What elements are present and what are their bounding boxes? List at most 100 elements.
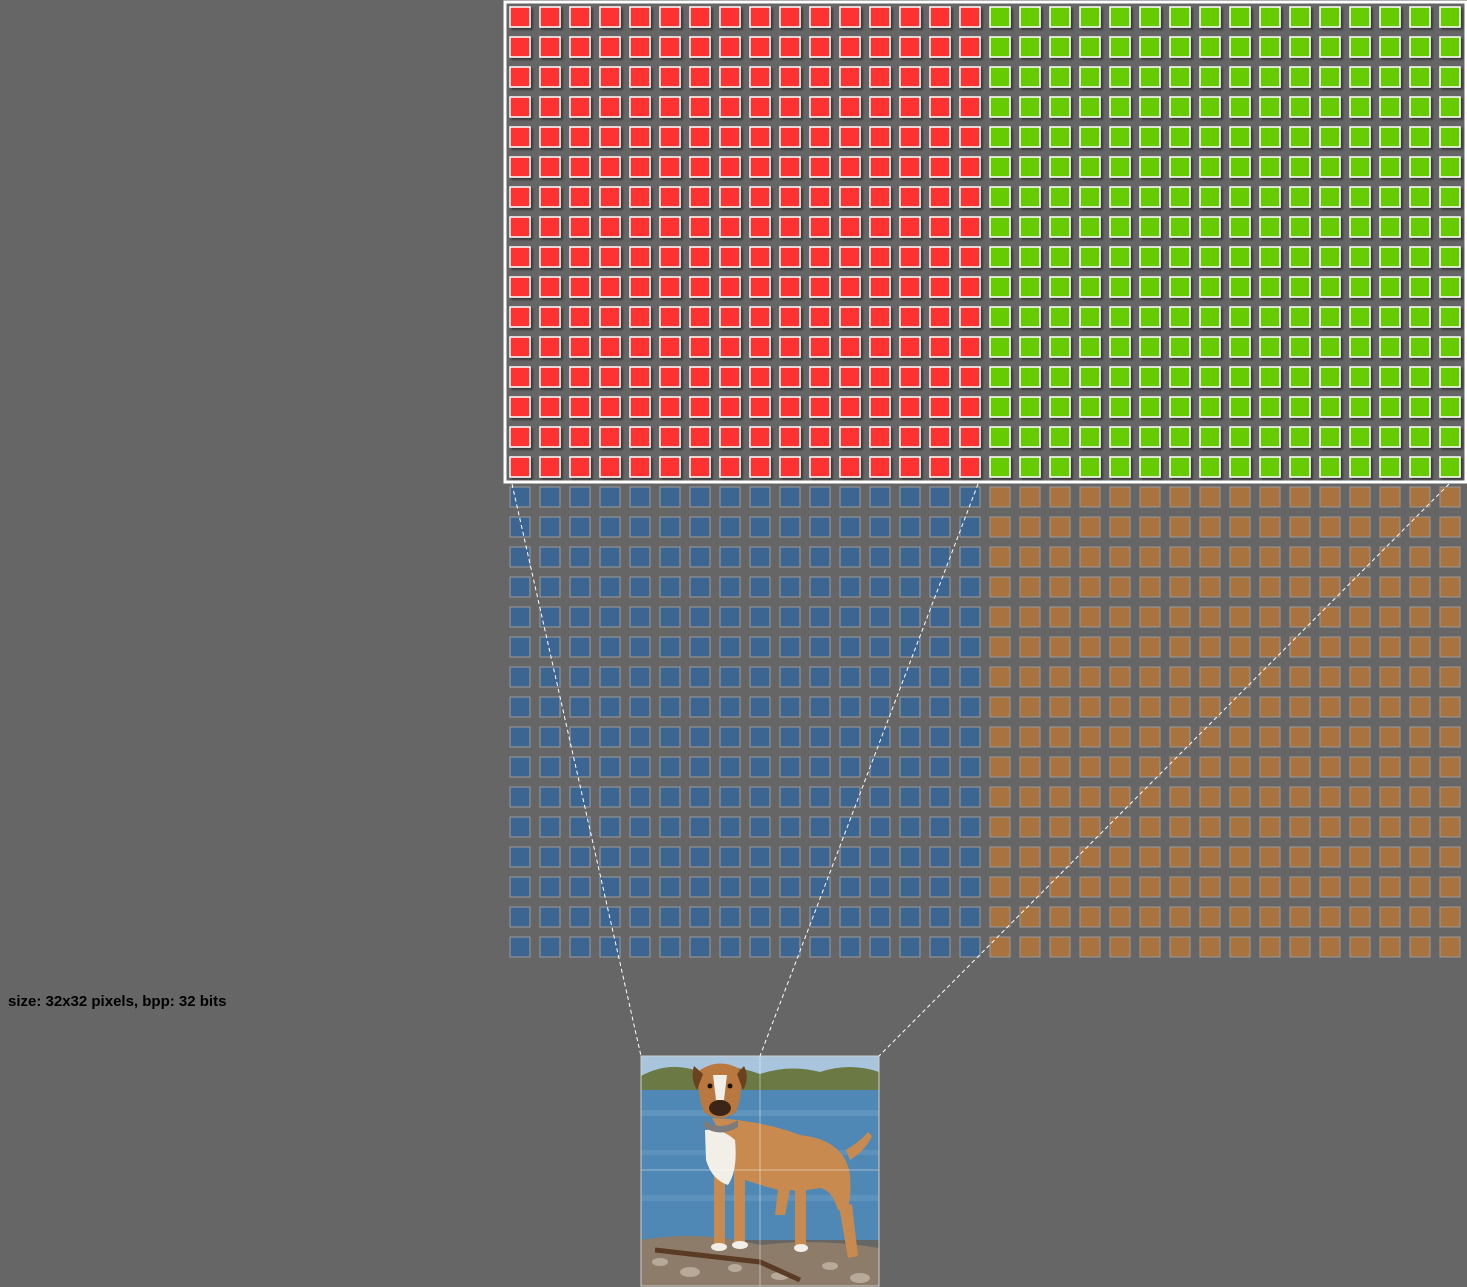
- pixel-cell: [779, 846, 801, 868]
- pixel-cell: [1379, 126, 1401, 148]
- pixel-cell: [779, 516, 801, 538]
- pixel-cell: [689, 906, 711, 928]
- pixel-cell: [809, 36, 831, 58]
- pixel-cell: [539, 456, 561, 478]
- pixel-cell: [839, 126, 861, 148]
- pixel-cell: [869, 786, 891, 808]
- pixel-cell: [629, 906, 651, 928]
- pixel-cell: [839, 426, 861, 448]
- highlight-frame: [503, 0, 1467, 484]
- pixel-cell: [869, 666, 891, 688]
- pixel-cell: [1259, 96, 1281, 118]
- pixel-cell: [1379, 456, 1401, 478]
- pixel-cell: [899, 306, 921, 328]
- pixel-cell: [1409, 876, 1431, 898]
- pixel-cell: [1049, 66, 1071, 88]
- pixel-cell: [1319, 366, 1341, 388]
- pixel-cell: [569, 426, 591, 448]
- pixel-cell: [1199, 156, 1221, 178]
- pixel-cell: [659, 336, 681, 358]
- pixel-cell: [539, 426, 561, 448]
- pixel-cell: [1169, 96, 1191, 118]
- pixel-cell: [989, 546, 1011, 568]
- pixel-cell: [1379, 936, 1401, 958]
- pixel-cell: [599, 96, 621, 118]
- pixel-cell: [1289, 6, 1311, 28]
- pixel-cell: [1139, 696, 1161, 718]
- pixel-cell: [1439, 666, 1461, 688]
- pixel-cell: [1319, 66, 1341, 88]
- pixel-cell: [839, 156, 861, 178]
- pixel-cell: [569, 936, 591, 958]
- pixel-cell: [1109, 666, 1131, 688]
- pixel-cell: [659, 486, 681, 508]
- pixel-cell: [899, 576, 921, 598]
- pixel-cell: [1439, 696, 1461, 718]
- pixel-cell: [1319, 486, 1341, 508]
- pixel-cell: [1169, 486, 1191, 508]
- pixel-cell: [1439, 786, 1461, 808]
- pixel-cell: [839, 726, 861, 748]
- pixel-cell: [1079, 96, 1101, 118]
- pixel-cell: [1019, 276, 1041, 298]
- pixel-cell: [929, 786, 951, 808]
- pixel-cell: [1229, 546, 1251, 568]
- pixel-cell: [1109, 906, 1131, 928]
- pixel-cell: [599, 276, 621, 298]
- pixel-cell: [1379, 486, 1401, 508]
- pixel-cell: [1319, 666, 1341, 688]
- pixel-cell: [539, 246, 561, 268]
- pixel-cell: [1019, 636, 1041, 658]
- pixel-cell: [1319, 246, 1341, 268]
- pixel-cell: [1139, 666, 1161, 688]
- pixel-cell: [689, 516, 711, 538]
- pixel-cell: [1289, 786, 1311, 808]
- pixel-cell: [719, 906, 741, 928]
- pixel-cell: [1019, 696, 1041, 718]
- pixel-cell: [1199, 606, 1221, 628]
- pixel-cell: [599, 786, 621, 808]
- pixel-cell: [689, 696, 711, 718]
- pixel-cell: [539, 516, 561, 538]
- pixel-cell: [1319, 816, 1341, 838]
- pixel-cell: [869, 456, 891, 478]
- pixel-cell: [1109, 66, 1131, 88]
- pixel-cell: [1139, 636, 1161, 658]
- pixel-cell: [1229, 66, 1251, 88]
- pixel-cell: [1319, 456, 1341, 478]
- pixel-cell: [1169, 606, 1191, 628]
- pixel-cell: [1079, 156, 1101, 178]
- pixel-cell: [599, 516, 621, 538]
- pixel-cell: [899, 456, 921, 478]
- pixel-cell: [779, 276, 801, 298]
- pixel-cell: [959, 66, 981, 88]
- pixel-cell: [1109, 816, 1131, 838]
- pixel-cell: [1349, 906, 1371, 928]
- pixel-cell: [929, 456, 951, 478]
- pixel-cell: [629, 156, 651, 178]
- pixel-cell: [569, 546, 591, 568]
- pixel-cell: [1019, 36, 1041, 58]
- pixel-cell: [539, 186, 561, 208]
- pixel-cell: [899, 936, 921, 958]
- pixel-cell: [1109, 276, 1131, 298]
- pixel-cell: [659, 786, 681, 808]
- pixel-cell: [629, 486, 651, 508]
- pixel-cell: [809, 396, 831, 418]
- pixel-cell: [839, 636, 861, 658]
- pixel-cell: [1319, 126, 1341, 148]
- pixel-cell: [989, 696, 1011, 718]
- pixel-cell: [989, 426, 1011, 448]
- pixel-cell: [1079, 846, 1101, 868]
- pixel-cell: [599, 156, 621, 178]
- pixel-cell: [839, 396, 861, 418]
- pixel-cell: [1169, 636, 1191, 658]
- pixel-cell: [899, 876, 921, 898]
- pixel-cell: [1019, 816, 1041, 838]
- pixel-cell: [929, 36, 951, 58]
- pixel-cell: [1289, 276, 1311, 298]
- pixel-cell: [1229, 366, 1251, 388]
- pixel-cell: [809, 876, 831, 898]
- pixel-cell: [509, 786, 531, 808]
- pixel-cell: [1379, 156, 1401, 178]
